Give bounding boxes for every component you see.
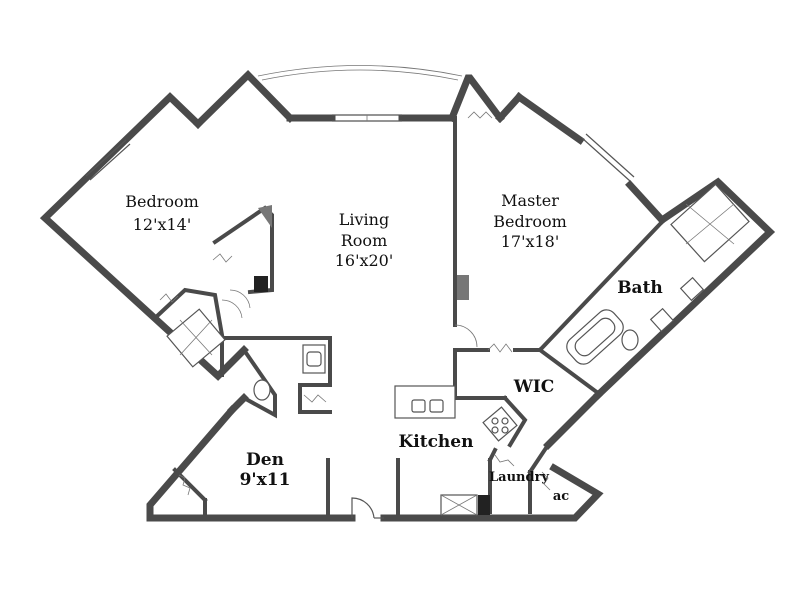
exterior-walls — [39, 70, 776, 522]
windows — [85, 65, 635, 182]
living-name-2: Room — [341, 231, 387, 250]
den-size: 9'x11 — [240, 470, 291, 490]
interior-walls — [152, 116, 665, 520]
room-labels: Bedroom 12'x14' Living Room 16'x20' Mast… — [125, 191, 663, 504]
living-name-1: Living — [339, 210, 389, 229]
laundry-name: Laundry — [489, 470, 549, 485]
ac-name: ac — [553, 489, 569, 504]
master-name-2: Bedroom — [493, 212, 567, 231]
bath-name: Bath — [617, 278, 663, 298]
den-name: Den — [246, 450, 284, 470]
living-size: 16'x20' — [335, 251, 394, 270]
fixtures — [159, 111, 750, 519]
bedroom-name: Bedroom — [125, 192, 199, 211]
kitchen-name: Kitchen — [399, 432, 474, 452]
wic-name: WIC — [513, 377, 555, 397]
master-name-1: Master — [501, 191, 559, 210]
master-size: 17'x18' — [501, 232, 560, 251]
bedroom-size: 12'x14' — [133, 215, 192, 234]
